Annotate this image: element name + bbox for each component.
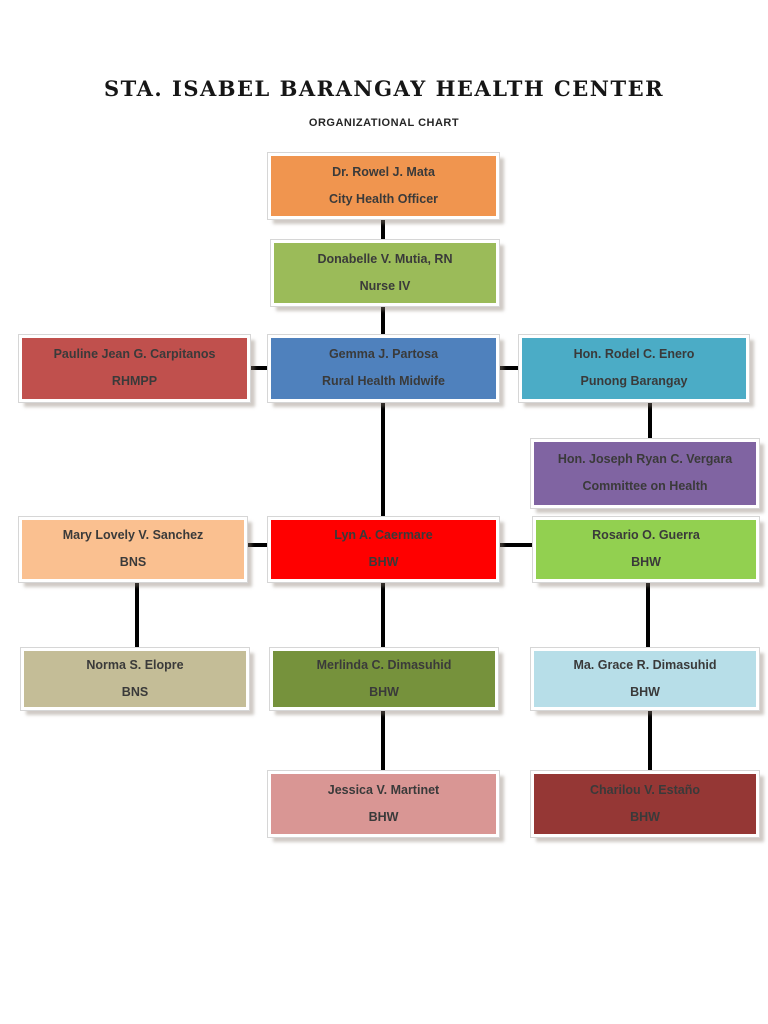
- person-role: BHW: [631, 555, 661, 569]
- person-role: BHW: [369, 684, 399, 699]
- org-node-rural-health-midwife: Gemma J. Partosa Rural Health Midwife: [267, 334, 500, 403]
- connector-punong-to-committee: [648, 402, 652, 439]
- person-name: Norma S. Elopre: [86, 657, 184, 672]
- org-node-nurse-iv: Donabelle V. Mutia, RN Nurse IV: [270, 239, 500, 307]
- page-subtitle: ORGANIZATIONAL CHART: [308, 117, 460, 129]
- connector-sanchez-to-elopre: [135, 582, 139, 648]
- person-name: Hon. Joseph Ryan C. Vergara: [557, 452, 733, 467]
- person-name: Hon. Rodel C. Enero: [573, 347, 695, 362]
- person-name: Pauline Jean G. Carpitanos: [53, 347, 216, 362]
- person-name: Charilou V. Estaño: [590, 782, 700, 797]
- person-role: BHW: [368, 555, 399, 569]
- org-node-bhw-guerra: Rosario O. Guerra BHW: [532, 516, 760, 583]
- connector-caermare-to-merlinda: [381, 582, 385, 648]
- person-role: BHW: [630, 809, 660, 824]
- org-node-bhw-caermare: Lyn A. Caermare BHW: [267, 516, 500, 583]
- person-role: City Health Officer: [328, 191, 439, 206]
- person-name: Jessica V. Martinet: [327, 782, 440, 797]
- org-node-punong-barangay: Hon. Rodel C. Enero Punong Barangay: [518, 334, 750, 403]
- person-role: BHW: [368, 809, 399, 824]
- person-role: Rural Health Midwife: [322, 374, 445, 388]
- person-role: RHMPP: [111, 374, 158, 388]
- connector-caermare-to-guerra: [499, 543, 533, 547]
- org-node-bhw-grace-dimasuhid: Ma. Grace R. Dimasuhid BHW: [530, 647, 760, 711]
- org-node-committee-on-health: Hon. Joseph Ryan C. Vergara Committee on…: [530, 438, 760, 509]
- connector-cho-to-nurse: [381, 219, 385, 240]
- connector-midwife-to-punong: [499, 366, 519, 370]
- connector-guerra-to-grace: [646, 582, 650, 648]
- connector-nurse-to-midwife: [381, 306, 385, 335]
- person-role: BHW: [630, 684, 660, 699]
- person-name: Merlinda C. Dimasuhid: [316, 657, 452, 672]
- connector-grace-to-estano: [648, 710, 652, 771]
- person-role: BNS: [119, 555, 147, 569]
- person-name: Lyn A. Caermare: [334, 528, 433, 543]
- connector-midwife-to-caermare: [381, 402, 385, 517]
- person-name: Gemma J. Partosa: [328, 347, 439, 362]
- org-node-bhw-estano: Charilou V. Estaño BHW: [530, 770, 760, 838]
- connector-rhmpp-to-midwife: [250, 366, 268, 370]
- page-title: STA. ISABEL BARANGAY HEALTH CENTER: [103, 76, 665, 101]
- person-name: Donabelle V. Mutia, RN: [317, 251, 453, 266]
- person-name: Ma. Grace R. Dimasuhid: [573, 657, 717, 672]
- person-role: BNS: [121, 684, 149, 699]
- connector-merlinda-to-martinet: [381, 710, 385, 771]
- connector-sanchez-to-caermare: [247, 543, 268, 547]
- org-node-bhw-martinet: Jessica V. Martinet BHW: [267, 770, 500, 838]
- person-role: Committee on Health: [582, 479, 708, 493]
- person-role: Punong Barangay: [580, 374, 688, 388]
- org-node-bns-sanchez: Mary Lovely V. Sanchez BNS: [18, 516, 248, 583]
- person-role: Nurse IV: [359, 278, 411, 293]
- org-node-rhmpp: Pauline Jean G. Carpitanos RHMPP: [18, 334, 251, 403]
- person-name: Rosario O. Guerra: [592, 528, 700, 543]
- person-name: Dr. Rowel J. Mata: [332, 164, 435, 179]
- org-node-bns-elopre: Norma S. Elopre BNS: [20, 647, 250, 711]
- org-node-bhw-merlinda-dimasuhid: Merlinda C. Dimasuhid BHW: [269, 647, 499, 711]
- org-node-city-health-officer: Dr. Rowel J. Mata City Health Officer: [267, 152, 500, 220]
- person-name: Mary Lovely V. Sanchez: [62, 528, 204, 543]
